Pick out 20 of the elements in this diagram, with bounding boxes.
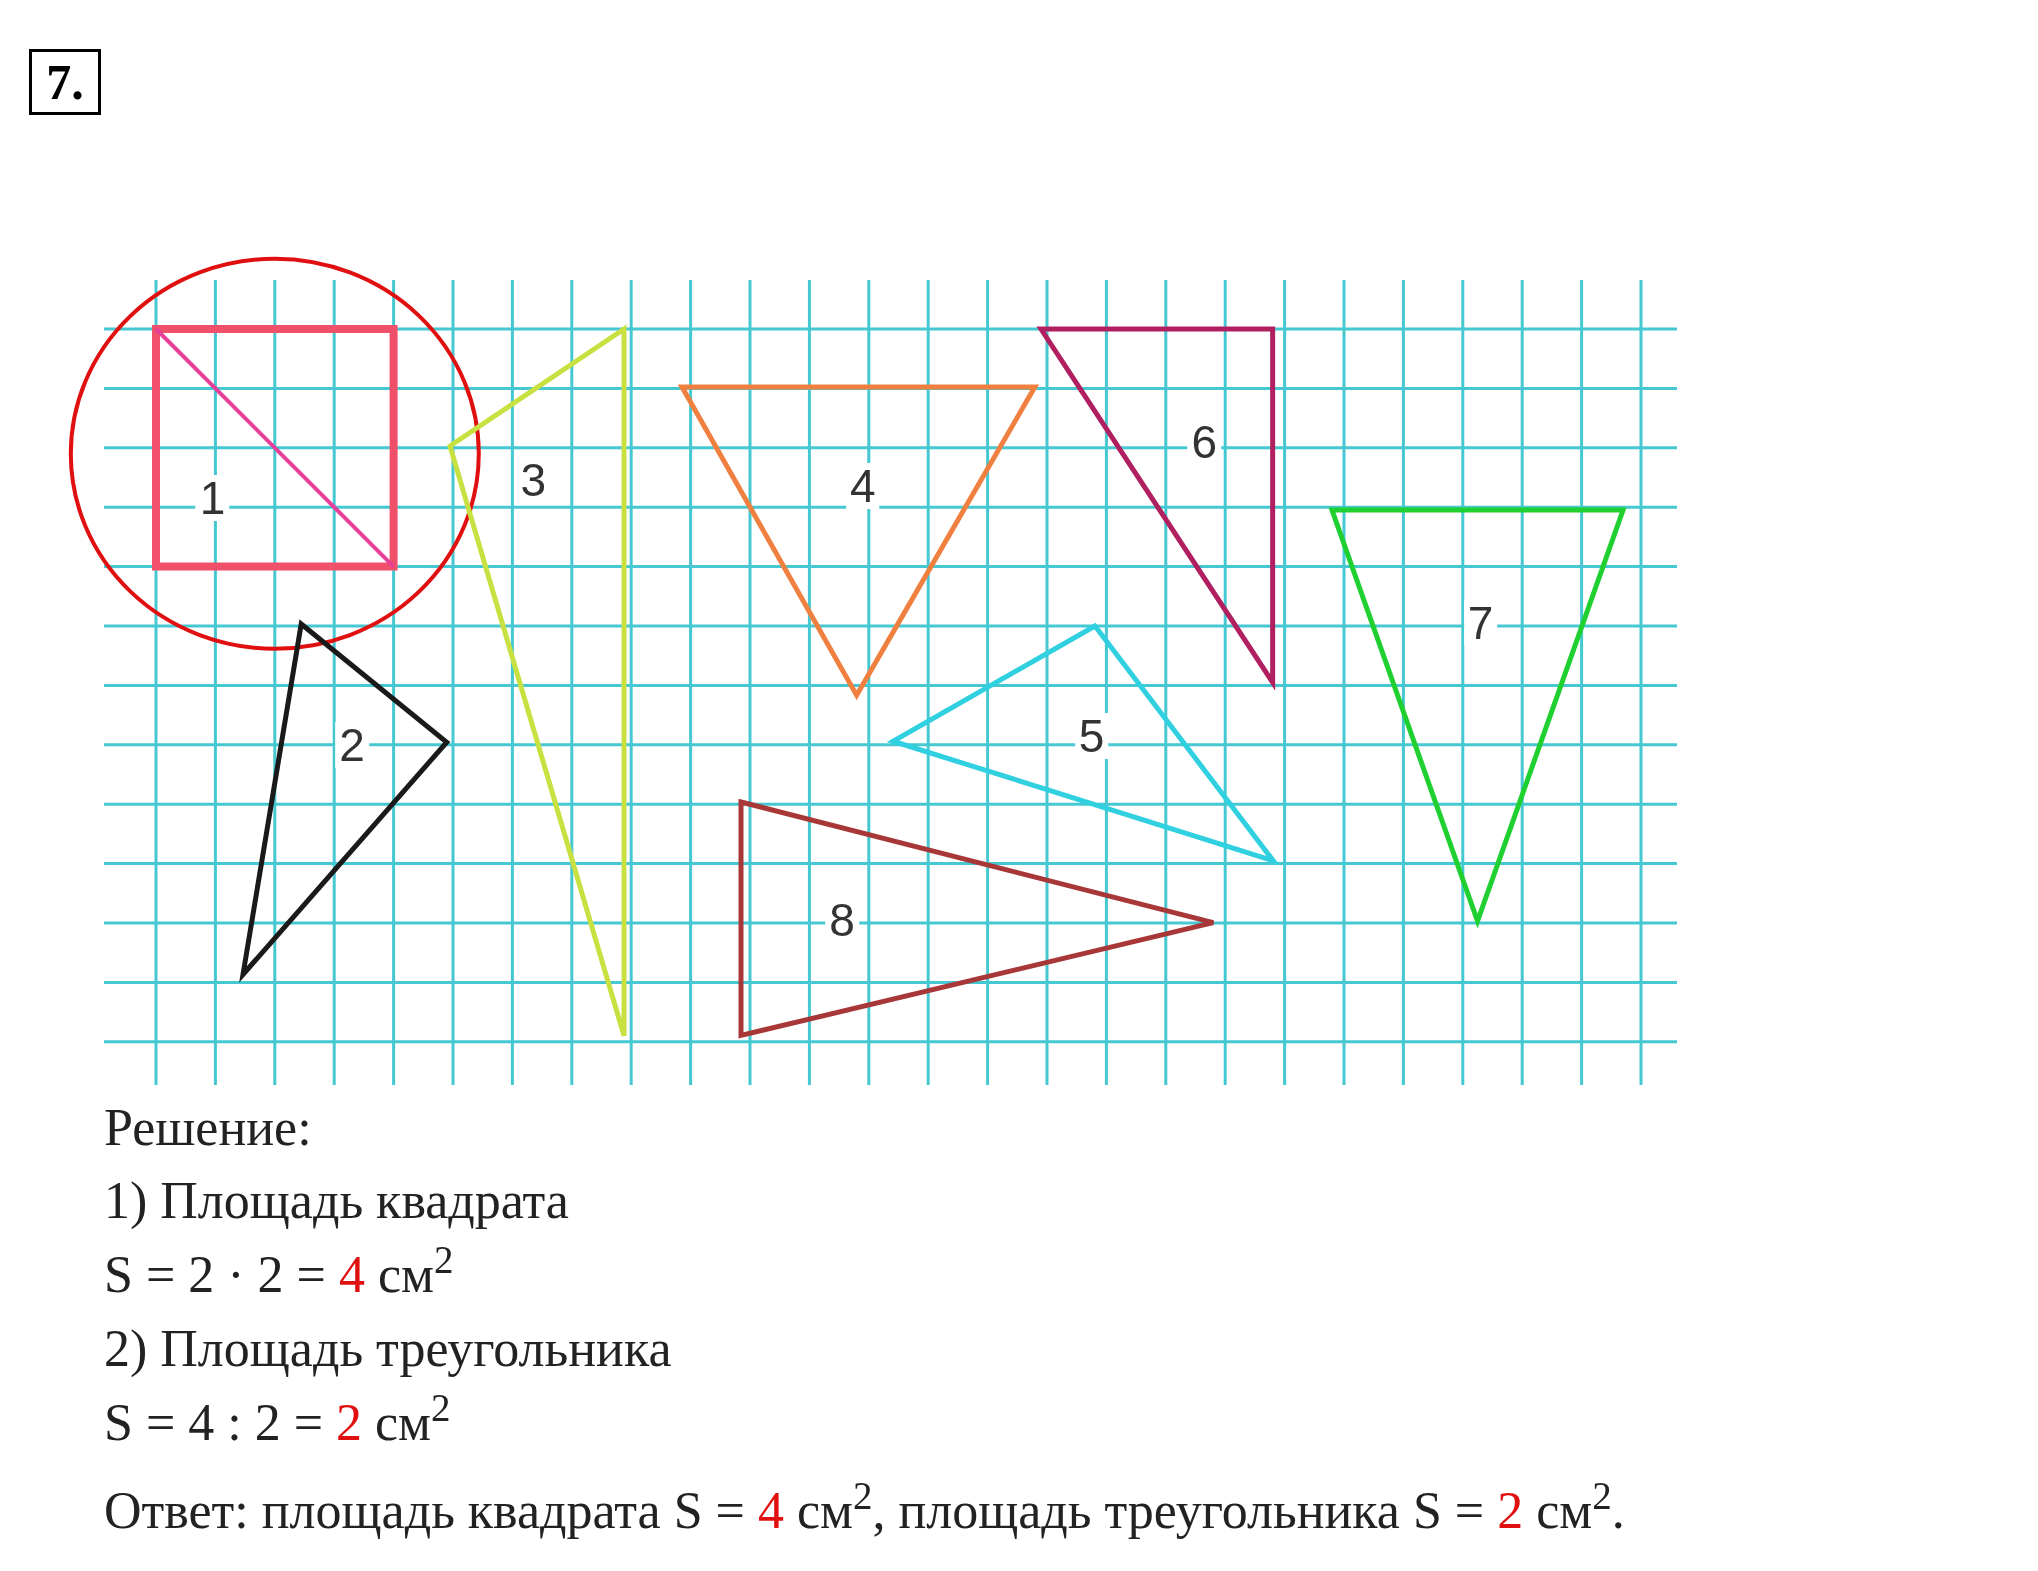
solution-text: см$^{2}$ <box>374 1394 451 1451</box>
figure-number: 4 <box>846 463 880 510</box>
figure-number: 5 <box>1074 712 1109 759</box>
solution-text: S = 4 : 2 = <box>104 1394 324 1451</box>
solution-text: 2 <box>1496 1482 1524 1539</box>
solution-text: Решение: <box>104 1099 312 1156</box>
figure-number: 2 <box>335 721 369 768</box>
solution-text: 2) Площадь треугольника <box>104 1320 672 1377</box>
figure-number: 1 <box>195 475 230 522</box>
figure-number: 7 <box>1463 600 1498 646</box>
solution-text: см$^{2}$. <box>1535 1482 1625 1539</box>
solution-text: 4 <box>337 1246 365 1303</box>
solution-text: 2 <box>335 1394 363 1451</box>
solution-text: S = 2 · 2 = <box>104 1246 326 1303</box>
solution-text: Ответ: площадь квадрата S = <box>104 1482 745 1539</box>
solution-text: см$^{2}$ <box>376 1246 454 1303</box>
solution-text: 4 <box>756 1482 784 1539</box>
solution-text: см$^{2}$, площадь треугольника S = <box>795 1482 1485 1539</box>
solution-text: 1) Площадь квадрата <box>104 1172 569 1229</box>
task-number: 7. <box>29 49 101 115</box>
